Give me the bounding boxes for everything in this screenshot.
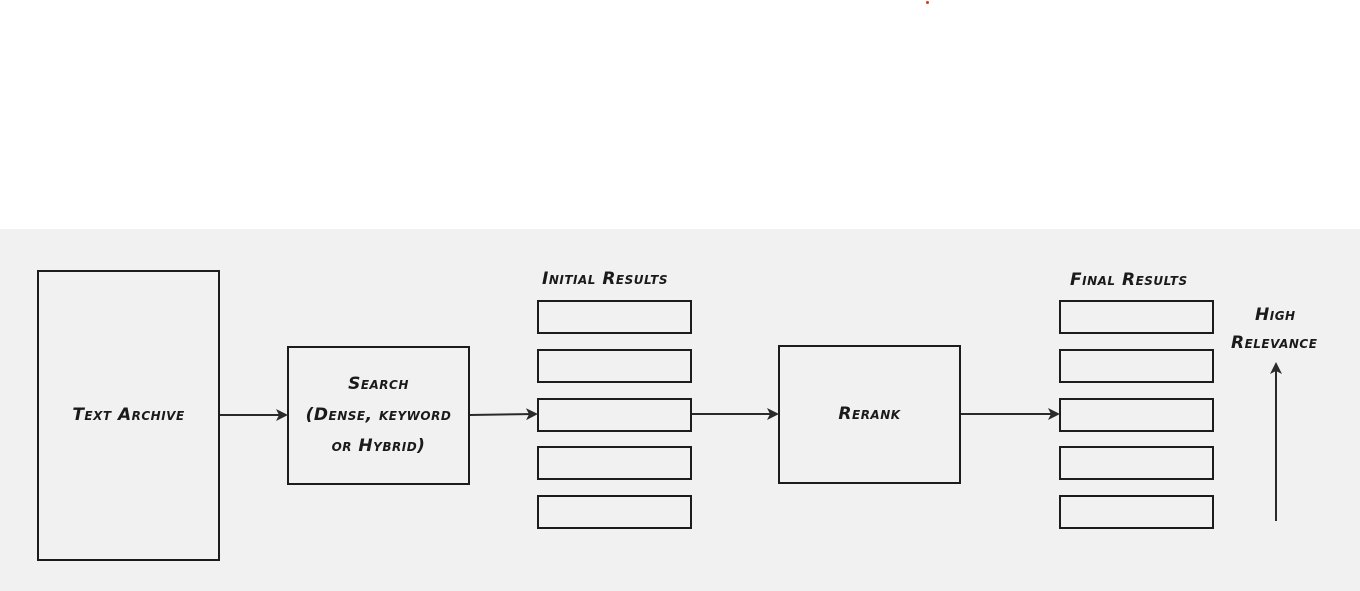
diagram-arrows — [220, 362, 1282, 521]
diagram-panel: Text Archive Search (Dense, keyword or H… — [0, 229, 1360, 591]
search-label-line3: or Hybrid) — [331, 436, 426, 456]
initial-result-slot — [537, 495, 692, 529]
text-archive-box: Text Archive — [37, 270, 220, 561]
high-relevance-label-line2: Relevance — [1231, 333, 1318, 353]
final-result-slot — [1059, 446, 1214, 480]
initial-result-slot — [537, 446, 692, 480]
final-result-slot — [1059, 398, 1214, 432]
final-results-heading: Final Results — [1070, 270, 1188, 290]
marker-dot — [926, 1, 929, 4]
final-result-slot — [1059, 349, 1214, 383]
initial-results-heading: Initial Results — [542, 269, 668, 289]
search-box: Search (Dense, keyword or Hybrid) — [287, 346, 470, 485]
rerank-label: Rerank — [838, 404, 901, 424]
search-label-line1: Search — [348, 374, 409, 394]
high-relevance-label-line1: High — [1255, 305, 1296, 325]
final-result-slot — [1059, 300, 1214, 334]
arrow-search-to-initial-results — [469, 408, 538, 421]
initial-result-slot — [537, 300, 692, 334]
text-archive-label: Text Archive — [72, 405, 185, 425]
final-result-slot — [1059, 495, 1214, 529]
rerank-box: Rerank — [778, 345, 961, 484]
initial-result-slot — [537, 349, 692, 383]
initial-result-slot — [537, 398, 692, 432]
search-label-line2: (Dense, keyword — [305, 405, 452, 425]
